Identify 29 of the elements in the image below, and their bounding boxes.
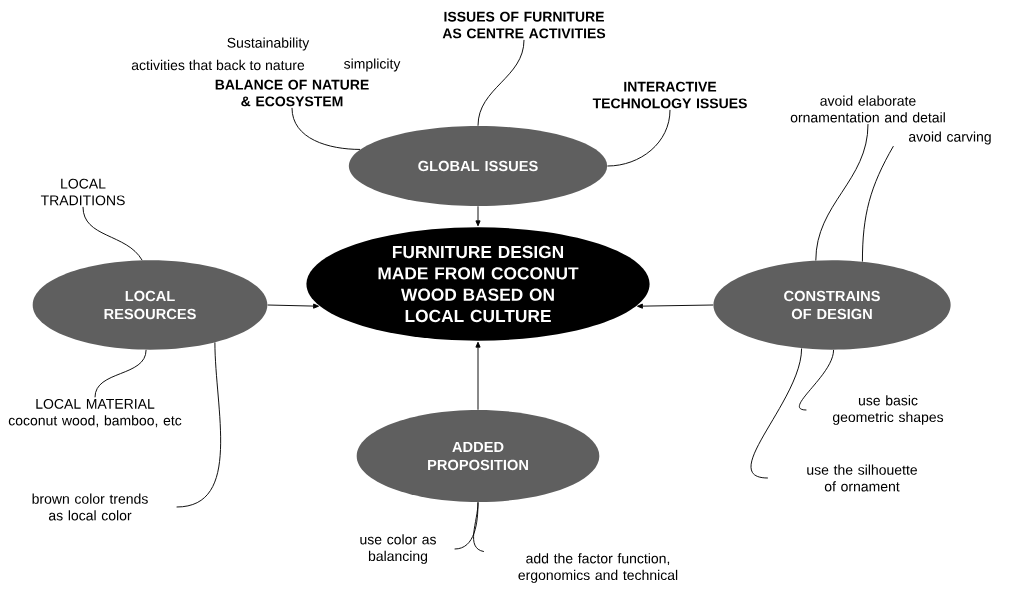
leader-line	[799, 349, 835, 411]
arrow	[267, 303, 319, 309]
note-text: LOCAL MATERIAL coconut wood, bamboo, etc	[8, 398, 182, 428]
note-text: avoid carving	[908, 131, 991, 145]
leader-line	[291, 107, 361, 150]
heading-text: BALANCE OF NATURE & ECOSYSTEM	[215, 79, 369, 107]
arrow	[637, 303, 714, 309]
note-text: brown color trends as local color	[32, 493, 148, 521]
note-text: use basic geometric shapes	[832, 395, 944, 425]
leader-line	[815, 123, 869, 261]
leader-line	[477, 39, 525, 127]
leader-line	[94, 349, 147, 398]
leader-line	[750, 348, 803, 479]
arrow	[475, 341, 481, 411]
heading-text: ISSUES OF FURNITURE AS CENTRE ACTIVITIES	[442, 11, 606, 39]
leader-line	[861, 145, 894, 263]
heading-text: INTERACTIVE TECHNOLOGY ISSUES	[592, 81, 747, 109]
note-text: add the factor function, ergonomics and technical	[518, 553, 678, 583]
note-text: use the silhouette of ornament	[807, 464, 917, 492]
leader-line	[176, 342, 221, 508]
leader-line	[473, 501, 485, 552]
note-text: Sustainability	[227, 37, 310, 51]
note-text: activities that back to nature	[131, 59, 305, 71]
arrow	[475, 205, 481, 227]
note-text: use color as balancing	[360, 534, 436, 564]
note-text: simplicity	[344, 58, 401, 72]
leader-line	[606, 109, 671, 167]
note-text: LOCAL TRADITIONS	[40, 178, 125, 206]
leader-line	[82, 206, 143, 261]
